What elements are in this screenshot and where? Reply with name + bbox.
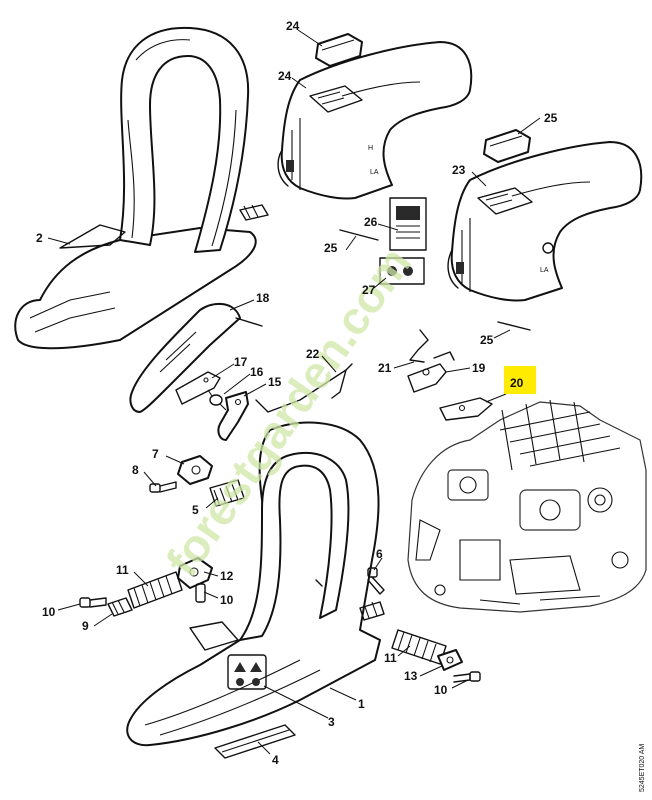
spring-11-left[interactable] — [127, 571, 183, 609]
callout-2[interactable]: 2 — [36, 231, 43, 245]
callout-8[interactable]: 8 — [132, 463, 139, 477]
callout-15[interactable]: 16 — [250, 365, 264, 379]
callout-12[interactable]: 12 — [220, 569, 234, 583]
plug-9[interactable] — [107, 597, 133, 617]
callout-10-right[interactable]: 10 — [434, 683, 448, 697]
callout-5[interactable]: 5 — [192, 503, 199, 517]
svg-text:LA: LA — [540, 267, 549, 274]
screw-10-left[interactable] — [79, 597, 107, 608]
sealing-strip-right[interactable] — [497, 321, 531, 331]
callout-13[interactable]: 13 — [404, 669, 418, 683]
highlight-box — [504, 366, 536, 394]
callout-6[interactable]: 6 — [376, 547, 383, 561]
callout-7[interactable]: 7 — [152, 447, 159, 461]
lever-engine[interactable] — [439, 397, 493, 421]
throttle-rod[interactable] — [255, 363, 353, 413]
callout-27[interactable]: 27 — [362, 283, 376, 297]
callout-16[interactable]: 17 — [234, 355, 248, 369]
callout-22[interactable]: 23 — [452, 163, 466, 177]
throttle-trigger[interactable] — [217, 391, 249, 441]
lever-18[interactable] — [407, 351, 455, 393]
callout-25-left[interactable]: 25 — [324, 241, 338, 255]
callout-24-right[interactable]: 25 — [544, 111, 558, 125]
plug-7[interactable] — [177, 455, 213, 485]
interlock-lever[interactable] — [175, 371, 221, 405]
callout-11-right[interactable]: 11 — [384, 651, 397, 665]
rod-20[interactable] — [409, 329, 429, 363]
callout-11-left[interactable]: 11 — [116, 563, 129, 577]
callout-1[interactable]: 1 — [358, 697, 365, 711]
callout-3[interactable]: 3 — [328, 715, 335, 729]
sealing-strip-left[interactable] — [339, 229, 379, 241]
callout-21[interactable]: 22 — [306, 347, 320, 361]
handlebar-bottom[interactable] — [126, 421, 385, 747]
callout-17[interactable]: 18 — [256, 291, 270, 305]
callout-24-top[interactable]: 24 — [286, 19, 300, 33]
shroud-upper[interactable]: H LA — [277, 41, 473, 200]
plug-12[interactable] — [177, 557, 213, 589]
torsion-spring[interactable] — [207, 389, 227, 411]
callout-26[interactable]: 26 — [364, 215, 378, 229]
annular-buffer-5[interactable] — [209, 479, 245, 507]
svg-text:LA: LA — [370, 169, 379, 176]
callout-4[interactable]: 4 — [272, 753, 279, 767]
drawing-code: 5245ET020 AM — [639, 744, 646, 792]
callout-10-middle[interactable]: 10 — [220, 593, 234, 607]
engine-assembly[interactable] — [407, 399, 647, 613]
handle-molding[interactable] — [129, 302, 263, 413]
callout-19[interactable]: 20 — [510, 376, 524, 390]
screw-6[interactable] — [367, 567, 385, 595]
callout-20[interactable]: 21 — [378, 361, 392, 375]
callouts: 24 24 25 23 2 26 25 27 25 18 22 21 19 20… — [36, 19, 558, 767]
svg-text:H: H — [368, 145, 373, 152]
leader-lines — [47, 29, 541, 755]
rubber-strip[interactable] — [214, 724, 296, 759]
callout-18[interactable]: 19 — [472, 361, 486, 375]
screw-10-right[interactable] — [453, 671, 481, 683]
stop-13[interactable] — [437, 649, 463, 671]
spring-11-right[interactable] — [391, 629, 447, 665]
callout-14[interactable]: 15 — [268, 375, 282, 389]
screw-8[interactable] — [149, 481, 177, 493]
callout-25-right[interactable]: 25 — [480, 333, 494, 347]
handlebar-top[interactable] — [14, 26, 269, 350]
screw-10-middle[interactable] — [195, 583, 206, 603]
shroud-lower[interactable]: LA — [447, 141, 643, 302]
label-27[interactable] — [379, 257, 425, 285]
callout-9[interactable]: 9 — [82, 619, 89, 633]
label-26[interactable] — [389, 197, 427, 251]
twist-lock-right[interactable] — [483, 129, 531, 163]
callout-10-left[interactable]: 10 — [42, 605, 56, 619]
callout-23[interactable]: 24 — [278, 69, 292, 83]
twist-lock-top[interactable] — [315, 33, 363, 67]
